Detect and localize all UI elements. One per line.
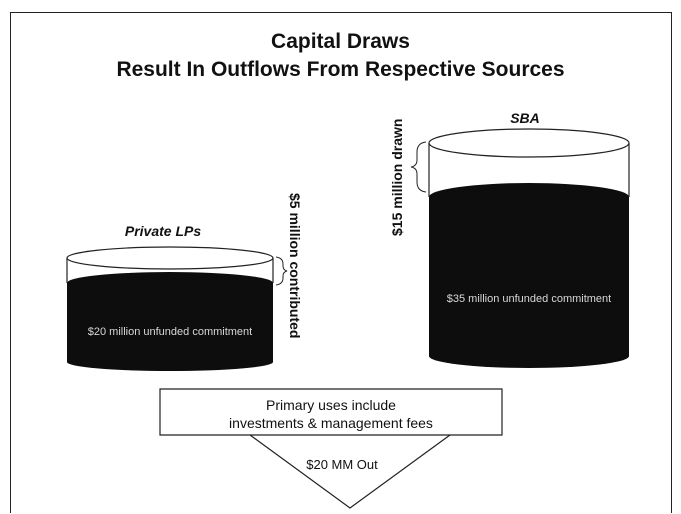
private-lps-funded-body — [67, 283, 273, 371]
private-lps-contributed-label: $5 million contributed — [287, 193, 303, 338]
sba-unfunded-label: $35 million unfunded commitment — [447, 293, 611, 305]
private-lps-unfunded-label: $20 million unfunded commitment — [88, 326, 252, 338]
sba-rim — [428, 128, 630, 158]
outflow-label: $20 MM Out — [306, 457, 378, 472]
private-lps-rim — [66, 246, 274, 270]
uses-line-1: Primary uses include — [266, 397, 396, 413]
sba-bracket — [410, 141, 427, 193]
private-lps-bracket — [275, 256, 288, 286]
uses-line-2: investments & management fees — [229, 415, 433, 431]
private-lps-tank — [66, 246, 288, 371]
private-lps-label: Private LPs — [125, 223, 201, 239]
sba-funded-body — [429, 197, 629, 368]
private-lps-liquid-top — [67, 272, 273, 294]
title-line-2: Result In Outflows From Respective Sourc… — [116, 58, 565, 81]
uses-arrow — [159, 388, 503, 509]
sba-label: SBA — [510, 110, 540, 126]
uses-arrow-shape — [159, 388, 503, 509]
sba-tank — [410, 128, 630, 368]
title-line-1: Capital Draws — [271, 30, 410, 53]
sba-drawn-label: $15 million drawn — [389, 119, 405, 236]
sba-liquid-top — [429, 183, 629, 211]
slide-frame — [10, 12, 672, 513]
